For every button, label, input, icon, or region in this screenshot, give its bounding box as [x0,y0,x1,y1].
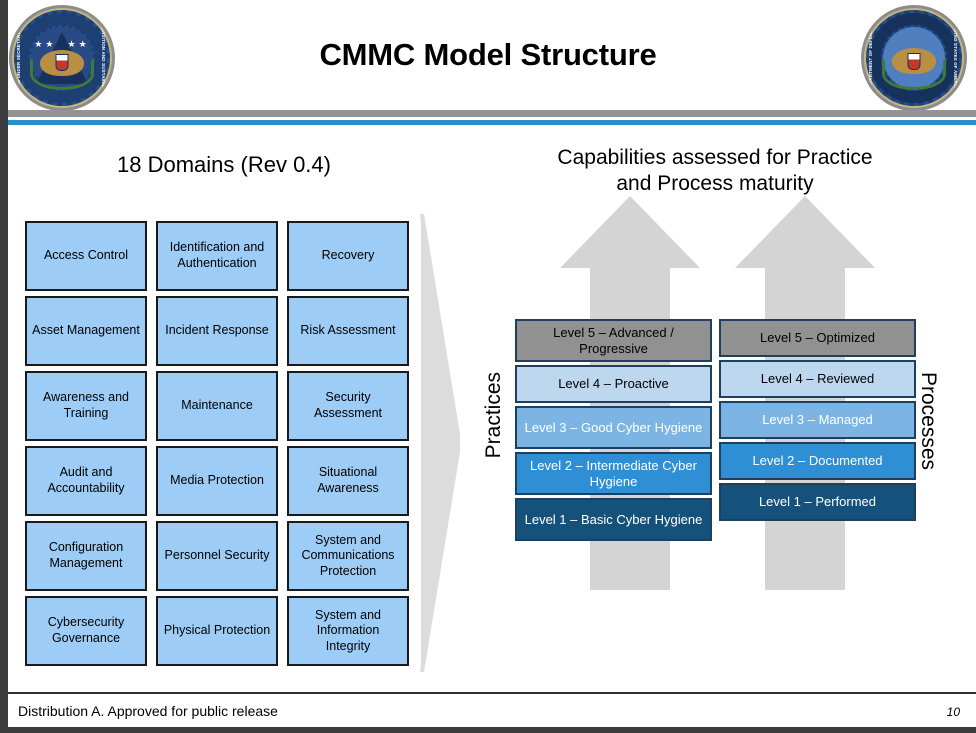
domain-cell[interactable]: Media Protection [156,446,278,516]
processes-axis-label: Processes [917,372,940,471]
domain-cell[interactable]: System and Information Integrity [287,596,409,666]
seal-stars: ★★ ★★ [34,39,90,49]
domain-cell[interactable]: Recovery [287,221,409,291]
domain-cell[interactable]: Awareness and Training [25,371,147,441]
domain-cell[interactable]: Asset Management [25,296,147,366]
page-title: CMMC Model Structure [319,37,657,72]
maturity-level-box[interactable]: Level 2 – Intermediate Cyber Hygiene [515,452,712,495]
practices-axis-label: Practices [482,372,505,459]
slide-footer [0,694,976,733]
funnel-arrow-icon [420,214,460,672]
maturity-level-box[interactable]: Level 1 – Basic Cyber Hygiene [515,498,712,541]
domain-cell[interactable]: Security Assessment [287,371,409,441]
capabilities-heading: Capabilities assessed for Practice and P… [557,146,873,196]
page-number: 10 [946,705,960,719]
header-rule-white [0,117,976,120]
domain-cell[interactable]: Configuration Management [25,521,147,591]
distribution-statement: Distribution A. Approved for public rele… [18,703,278,719]
maturity-level-box[interactable]: Level 3 – Good Cyber Hygiene [515,406,712,449]
domain-cell[interactable]: Access Control [25,221,147,291]
header-rule-blue [0,120,976,125]
domain-cell[interactable]: System and Communications Protection [287,521,409,591]
seal-ring-text: DEPARTMENT OF DEFENSE UNITED STATES OF A… [864,8,964,108]
header-rule-gray [0,110,976,117]
maturity-level-box[interactable]: Level 1 – Performed [719,483,916,521]
domain-cell[interactable]: Situational Awareness [287,446,409,516]
domain-cell[interactable]: Risk Assessment [287,296,409,366]
maturity-level-box[interactable]: Level 3 – Managed [719,401,916,439]
seal-wreath [30,58,94,90]
domain-cell[interactable]: Incident Response [156,296,278,366]
seal-wreath [882,58,946,90]
domains-heading: 18 Domains (Rev 0.4) [117,152,331,177]
domain-cell[interactable]: Physical Protection [156,596,278,666]
slide-edge-left [0,0,8,733]
domain-cell[interactable]: Cybersecurity Governance [25,596,147,666]
footer-rule [0,692,976,694]
slide-header: ★★ ★★ OFFICE OF THE UNDER SECRETARY OF D… [0,0,976,110]
domain-cell[interactable]: Maintenance [156,371,278,441]
domain-cell[interactable]: Audit and Accountability [25,446,147,516]
slide-edge-bottom [0,727,976,733]
department-of-defense-seal: DEPARTMENT OF DEFENSE UNITED STATES OF A… [864,8,964,108]
domain-cell[interactable]: Personnel Security [156,521,278,591]
seal-top-text: DEPARTMENT OF DEFENSE [868,26,873,90]
office-of-under-secretary-of-defense-seal: ★★ ★★ OFFICE OF THE UNDER SECRETARY OF D… [12,8,112,108]
maturity-level-box[interactable]: Level 4 – Reviewed [719,360,916,398]
maturity-level-box[interactable]: Level 5 – Advanced / Progressive [515,319,712,362]
maturity-level-box[interactable]: Level 4 – Proactive [515,365,712,403]
domain-cell[interactable]: Identification and Authentication [156,221,278,291]
maturity-level-box[interactable]: Level 5 – Optimized [719,319,916,357]
seal-bottom-text: UNITED STATES OF AMERICA [953,24,958,92]
maturity-level-box[interactable]: Level 2 – Documented [719,442,916,480]
